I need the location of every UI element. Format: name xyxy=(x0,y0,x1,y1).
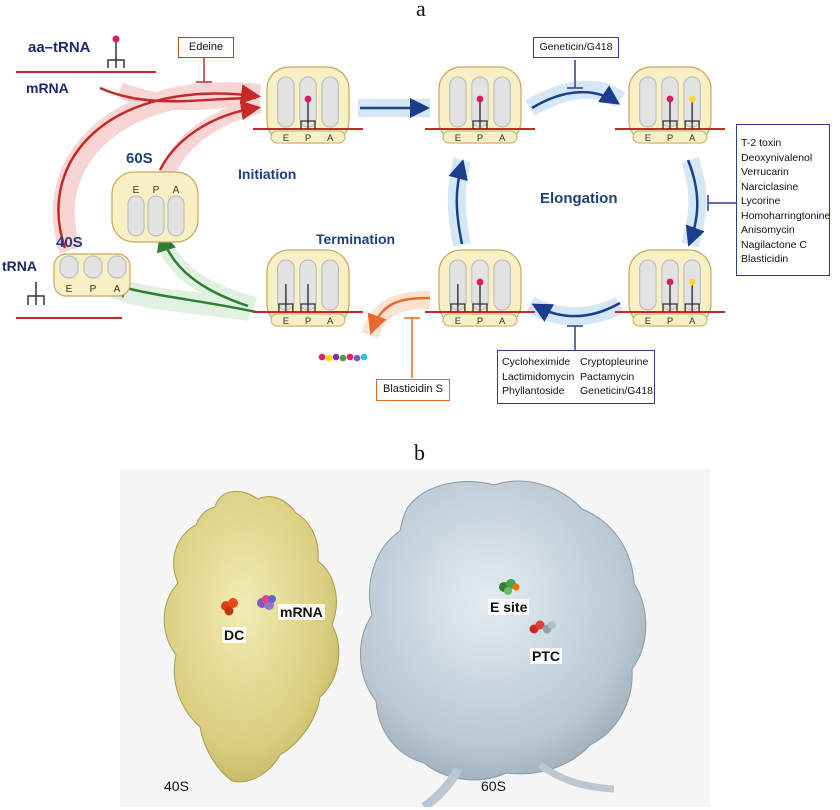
blasticidin-s-box: Blasticidin S xyxy=(376,379,450,401)
site-letter: P xyxy=(305,316,311,327)
geneticin-top-label: Geneticin/G418 xyxy=(539,41,613,53)
inhibitor-drug-name: Cycloheximide xyxy=(502,356,571,368)
mrna-structure-label: mRNA xyxy=(278,604,325,620)
site-letter: P xyxy=(477,133,483,144)
inhibitor-drug-name: Homoharringtonine xyxy=(741,209,831,222)
inhibitor-drug-name: Cryptopleurine xyxy=(580,356,649,368)
ptc-molecule xyxy=(529,620,556,634)
aa-trna-icon xyxy=(107,35,125,68)
elongation-arrow-2 xyxy=(531,85,621,110)
site-letter: A xyxy=(114,284,121,295)
recycling-arrow-60s xyxy=(156,231,249,308)
e-site-molecule xyxy=(499,579,520,595)
released-peptide xyxy=(318,353,368,362)
60s-structure-label: 60S xyxy=(481,778,506,794)
inhibitor-drug-name: T-2 toxin xyxy=(741,137,782,149)
inhibitor-drug-name: Geneticin/G418 xyxy=(580,385,653,397)
initiation-label: Initiation xyxy=(238,166,297,182)
initiation-arrow-60s xyxy=(158,100,261,171)
blasticidin-s-label: Blasticidin S xyxy=(383,383,443,395)
trna-icon xyxy=(27,282,45,305)
elongation-arrow-5 xyxy=(448,159,468,245)
site-letter: A xyxy=(499,316,506,327)
site-letter: P xyxy=(90,284,97,295)
site-letter: E xyxy=(645,316,651,327)
site-letter: E xyxy=(283,316,289,327)
edeine-box: Edeine xyxy=(178,37,234,58)
site-letter: E xyxy=(283,133,289,144)
mrna-molecule xyxy=(257,595,276,610)
inhibitor-drug-name: Deoxynivalenol xyxy=(741,151,813,164)
site-letter: A xyxy=(689,316,696,327)
inhibitor-drug-name: Narciclasine xyxy=(741,180,799,193)
termination-label: Termination xyxy=(316,231,396,247)
40s-label: 40S xyxy=(56,234,83,251)
site-letter: E xyxy=(133,185,140,196)
structure-panel xyxy=(120,469,710,807)
geneticin-top-box: Geneticin/G418 xyxy=(533,37,619,58)
ptc-label: PTC xyxy=(530,648,562,664)
dc-label: DC xyxy=(222,627,247,643)
site-letter: P xyxy=(305,133,311,144)
inhibitor-drug-name: Anisomycin xyxy=(741,224,795,236)
site-letter: A xyxy=(689,133,696,144)
elongation-arrow-4 xyxy=(531,301,621,322)
inhibitor-drug-name: Verrucarin xyxy=(741,166,789,178)
site-letter: E xyxy=(455,133,461,144)
inhibitor-drug-name: Lycorine xyxy=(741,195,781,207)
trna-label: tRNA xyxy=(2,258,37,274)
edeine-label: Edeine xyxy=(188,41,224,53)
elongation-arrow-3 xyxy=(685,159,705,247)
inhibitor-drug-name: Lactimidomycin xyxy=(502,370,575,383)
panel-letter-b: b xyxy=(414,440,425,465)
site-letter: P xyxy=(667,133,673,144)
60s-tail-left xyxy=(421,766,463,807)
site-letter: A xyxy=(327,316,334,327)
inhibitor-drug-name: Blasticidin xyxy=(741,253,789,265)
site-letter: A xyxy=(327,133,334,144)
40s-structure-label: 40S xyxy=(164,778,189,794)
site-letter: E xyxy=(455,316,461,327)
site-letter: P xyxy=(477,316,483,327)
elongation-label: Elongation xyxy=(540,190,618,207)
inhibitor-drug-name: Nagilactone C xyxy=(741,238,807,251)
site-letter: A xyxy=(499,133,506,144)
60s-tail-right xyxy=(537,762,615,793)
initiation-arrow-mrna xyxy=(99,86,257,103)
site-letter: P xyxy=(667,316,673,327)
mrna-label: mRNA xyxy=(26,80,69,96)
initiation-arrow-40s xyxy=(57,84,261,249)
inhibitor-drug-name: Phyllantoside xyxy=(502,385,565,397)
dc-molecule xyxy=(221,598,238,616)
inhibitor-drug-name: Pactamycin xyxy=(580,370,635,383)
40s-subunit-surface xyxy=(163,491,340,783)
site-letter: E xyxy=(645,133,651,144)
aa-trna-label: aa–tRNA xyxy=(28,39,91,56)
site-letter: A xyxy=(173,185,180,196)
60s-label: 60S xyxy=(126,150,153,167)
e-site-label: E site xyxy=(488,599,530,615)
60s-subunit-surface xyxy=(360,480,647,781)
site-letter: P xyxy=(153,185,160,196)
panel-letter-a: a xyxy=(416,0,426,21)
ribosome-structure-render xyxy=(163,480,647,807)
site-letter: E xyxy=(66,284,73,295)
translation-cycle-diagram: E P A E P A E P A E P A E P A E P A E P A E P A xyxy=(16,35,736,378)
termination-arrow xyxy=(367,296,431,335)
